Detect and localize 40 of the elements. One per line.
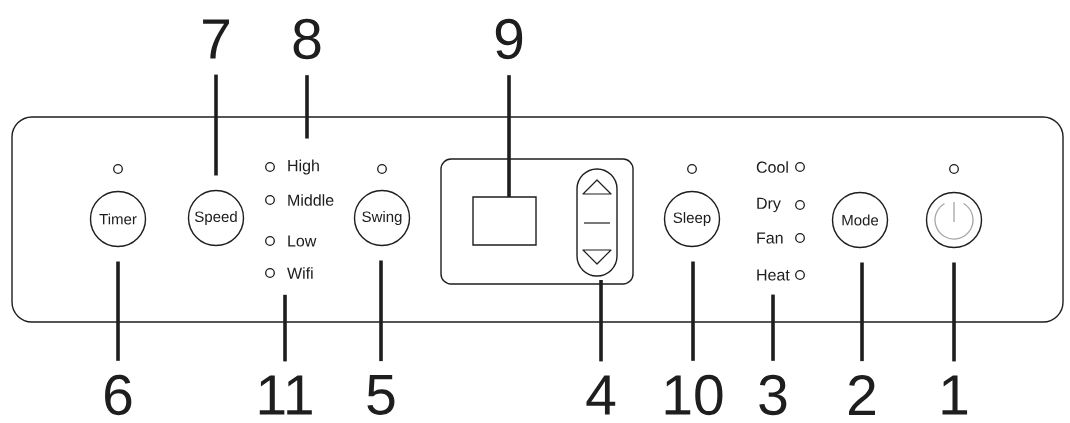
leader-line	[116, 261, 120, 361]
indicator-label: High	[288, 159, 319, 175]
callout-number: 11	[259, 375, 312, 415]
callout-number: 5	[367, 375, 395, 415]
indicator-label: Cool	[756, 161, 788, 173]
callout-number: 4	[586, 375, 616, 415]
leader-line	[379, 260, 383, 362]
indicator-label: Wifi	[287, 267, 313, 279]
callout-number: 6	[105, 374, 132, 416]
callout-number: 2	[849, 375, 875, 415]
leader-line	[691, 261, 695, 361]
indicator-label: Low	[288, 235, 317, 247]
leader-line	[305, 75, 309, 139]
round-button: Speed	[187, 189, 245, 247]
round-button: Mode	[831, 191, 889, 249]
leader-line	[214, 74, 218, 176]
round-button: Sleep	[663, 190, 721, 248]
display-screen	[472, 196, 537, 246]
display-frame	[440, 158, 634, 285]
callout-number: 1	[942, 375, 968, 415]
callout-number: 3	[759, 374, 787, 416]
up-down-button	[576, 168, 618, 277]
round-button: Swing	[353, 189, 411, 247]
leader-line	[507, 75, 511, 197]
callout-number: 7	[203, 19, 229, 59]
leader-line	[771, 294, 775, 361]
indicator-label: Dry	[757, 197, 781, 213]
leader-line	[952, 262, 956, 362]
leader-line	[283, 294, 287, 362]
leader-line	[599, 280, 603, 362]
indicator-label: Middle	[288, 194, 334, 206]
indicator-label: Fan	[757, 232, 783, 244]
control-panel	[11, 116, 1064, 323]
callout-number: 8	[293, 18, 321, 60]
callout-number: 9	[495, 18, 523, 60]
round-button: Timer	[89, 190, 147, 248]
power-button	[925, 191, 983, 249]
callout-number: 10	[665, 374, 723, 416]
leader-line	[860, 262, 864, 362]
indicator-label: Heat	[757, 269, 790, 281]
